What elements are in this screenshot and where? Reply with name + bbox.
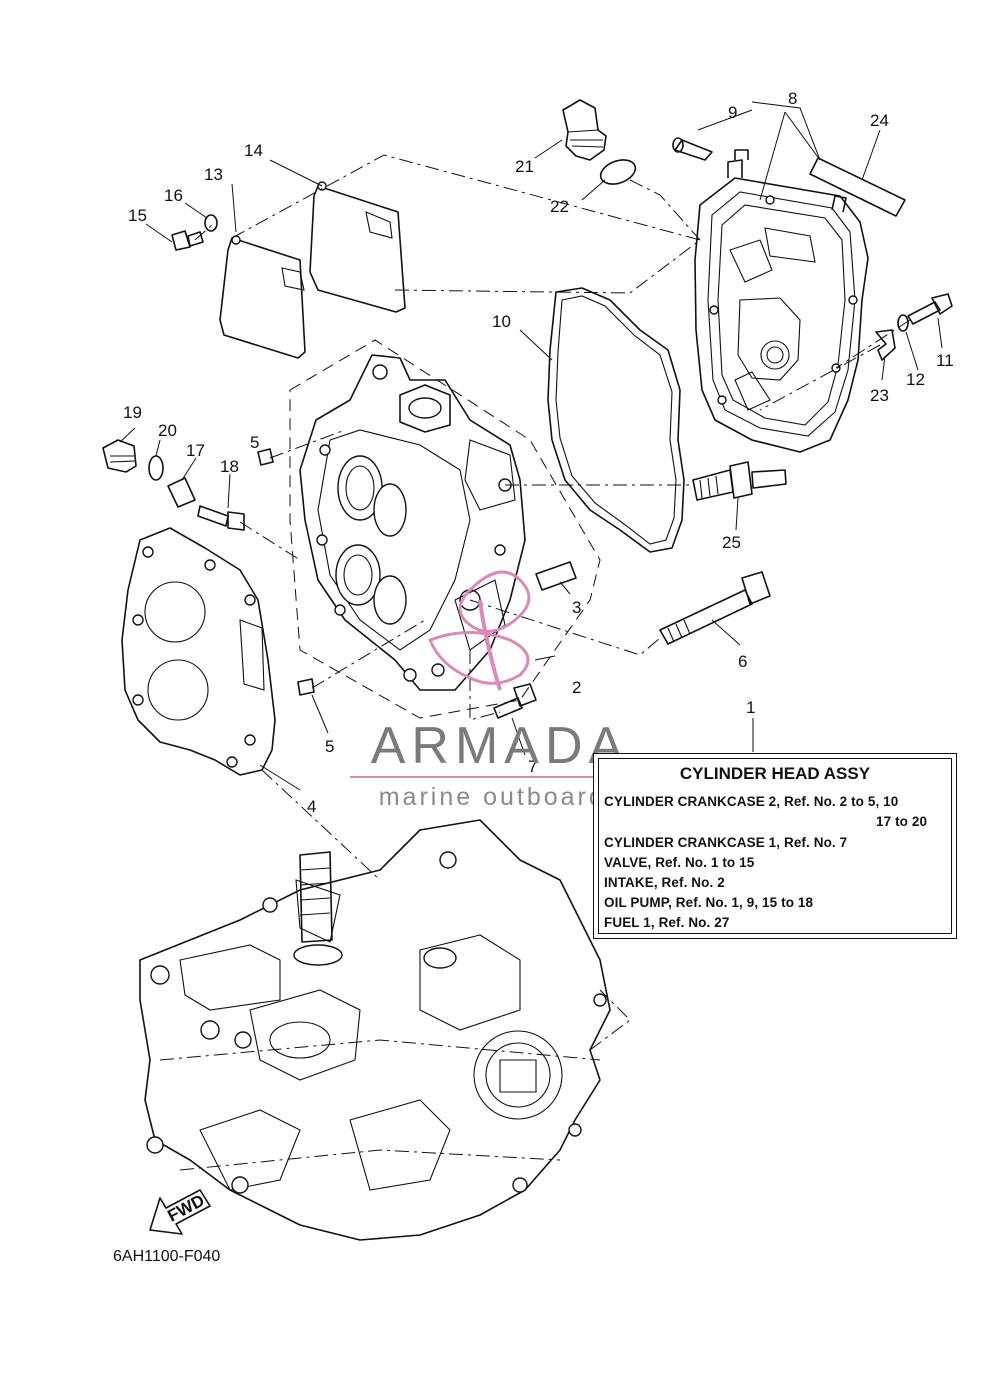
callout-9: 9 xyxy=(728,103,737,122)
dowel-pin-9 xyxy=(672,137,713,161)
callout-11: 11 xyxy=(936,351,954,370)
collar-17 xyxy=(167,477,196,508)
callout-4: 4 xyxy=(307,797,316,816)
screw-15 xyxy=(171,230,204,251)
fwd-label: FWD xyxy=(164,1191,207,1226)
spark-plug xyxy=(692,461,787,501)
callout-15: 15 xyxy=(128,206,147,225)
dowel-pin-lower xyxy=(297,678,315,696)
bolt-18 xyxy=(197,505,245,531)
callout-24: 24 xyxy=(870,111,889,130)
legend-line-1: CYLINDER CRANKCASE 2, Ref. No. 2 to 5, 1… xyxy=(604,794,899,809)
crankcase-block xyxy=(139,819,611,1241)
legend-line-4: VALVE, Ref. No. 1 to 15 xyxy=(604,855,755,870)
callout-8: 8 xyxy=(788,89,797,108)
assembly-frame xyxy=(289,339,601,719)
callout-18: 18 xyxy=(220,457,239,476)
watermark-brand: ARMADA xyxy=(370,717,630,775)
chain-line-bolt6 xyxy=(469,599,661,656)
o-ring xyxy=(599,159,637,185)
callout-13: 13 xyxy=(204,165,223,184)
watermark-logo-icon xyxy=(428,570,531,691)
chain-line-clip xyxy=(759,344,881,411)
callout-3: 3 xyxy=(572,598,581,617)
label-plate xyxy=(809,157,906,217)
fwd-arrow-icon: FWD xyxy=(149,1189,211,1235)
cylinder-head-cover xyxy=(694,149,869,453)
callout-7: 7 xyxy=(528,757,537,776)
callout-25: 25 xyxy=(722,533,741,552)
chain-line-bolt7 xyxy=(469,650,501,721)
callout-21: 21 xyxy=(515,157,534,176)
plate-14 xyxy=(309,181,406,313)
chain-line-screw xyxy=(194,224,213,241)
bolt-6 xyxy=(659,571,771,645)
callout-17: 17 xyxy=(186,441,205,460)
dowel-pin-upper xyxy=(257,448,274,466)
bolt-11 xyxy=(907,293,953,325)
head-cover-gasket xyxy=(547,287,685,553)
watermark: ARMADA marine outboards xyxy=(350,718,650,812)
watermark-rule xyxy=(350,776,650,778)
head-gasket xyxy=(121,527,276,776)
oil-filler-plug xyxy=(562,99,607,161)
chain-line-pin5 xyxy=(269,429,346,459)
washer-12 xyxy=(897,314,909,332)
cylinder-head xyxy=(299,354,526,691)
callout-10: 10 xyxy=(492,312,511,331)
legend-line-6: OIL PUMP, Ref. No. 1, 9, 15 to 18 xyxy=(604,895,814,910)
legend-line-2: 17 to 20 xyxy=(876,814,928,829)
callout-1: 1 xyxy=(746,698,755,717)
callout-5a: 5 xyxy=(250,433,259,452)
callout-19: 19 xyxy=(123,403,142,422)
o-ring-20 xyxy=(148,455,164,481)
chain-line-plate14 xyxy=(394,239,701,294)
diagram-code: 6AH1100-F040 xyxy=(113,1248,221,1265)
callout-23: 23 xyxy=(870,386,889,405)
chain-line-bolt11 xyxy=(835,319,911,369)
callout-20: 20 xyxy=(158,421,177,440)
chain-line-o-ring xyxy=(629,179,701,241)
callouts: 1 2 3 4 5 5 6 7 8 9 10 11 12 13 14 15 16… xyxy=(123,89,954,816)
chain-line-bolt18 xyxy=(239,521,301,561)
clip-23 xyxy=(875,329,896,361)
callout-22: 22 xyxy=(550,197,569,216)
legend-title: CYLINDER HEAD ASSY xyxy=(679,764,871,783)
legend-line-3: CYLINDER CRANKCASE 1, Ref. No. 7 xyxy=(604,835,848,850)
callout-14: 14 xyxy=(244,141,263,160)
chain-line-pin5b xyxy=(311,619,426,689)
legend-box: CYLINDER HEAD ASSY CYLINDER CRANKCASE 2,… xyxy=(593,753,957,939)
callout-5b: 5 xyxy=(325,737,334,756)
callout-6: 6 xyxy=(738,652,747,671)
bolt-7 xyxy=(493,683,537,719)
plug-19 xyxy=(102,439,137,473)
legend-line-5: INTAKE, Ref. No. 2 xyxy=(604,875,725,890)
callout-16: 16 xyxy=(164,186,183,205)
callout-2: 2 xyxy=(572,678,581,697)
watermark-tagline: marine outboards xyxy=(378,783,622,811)
sleeve-3 xyxy=(535,561,577,591)
plate-13 xyxy=(219,235,306,359)
washer-16 xyxy=(204,214,218,232)
legend-line-7: FUEL 1, Ref. No. 27 xyxy=(604,915,730,930)
callout-12: 12 xyxy=(906,370,925,389)
chain-line-plates xyxy=(231,154,701,241)
legend-inner-border xyxy=(598,758,952,934)
